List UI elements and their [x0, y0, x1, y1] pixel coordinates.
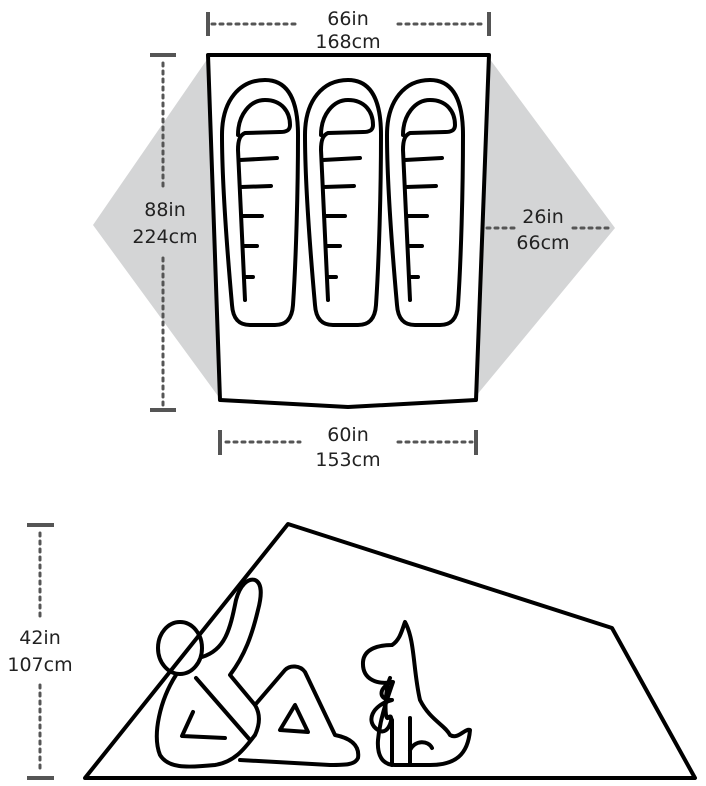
bottom-width-cm: 153cm	[315, 449, 380, 471]
vestibule-depth-dimension: 26in 66cm	[485, 206, 614, 254]
tent-floor	[206, 53, 491, 409]
bottom-width-in: 60in	[327, 424, 369, 446]
top-width-cm: 168cm	[315, 31, 380, 53]
dog-icon	[361, 620, 472, 767]
tent-side-profile	[83, 522, 697, 780]
top-width-dimension: 66in 168cm	[206, 8, 491, 53]
sleeping-bag-icon	[303, 78, 383, 327]
length-in: 88in	[144, 199, 186, 221]
top-width-in: 66in	[327, 8, 369, 30]
person-icon	[154, 577, 361, 769]
vestibule-depth-in: 26in	[522, 206, 564, 228]
left-vestibule	[93, 58, 218, 396]
vestibule-depth-cm: 66cm	[516, 232, 569, 254]
height-in: 42in	[19, 627, 61, 649]
length-cm: 224cm	[132, 226, 197, 248]
sleeping-bag-icon	[220, 78, 300, 327]
bottom-width-dimension: 60in 153cm	[218, 424, 478, 471]
sleeping-bag-icon	[385, 78, 465, 327]
right-vestibule	[476, 58, 615, 396]
height-dimension: 42in 107cm	[7, 523, 73, 780]
length-dimension: 88in 224cm	[132, 53, 198, 412]
height-cm: 107cm	[7, 654, 72, 676]
sleeping-bags	[220, 78, 465, 327]
